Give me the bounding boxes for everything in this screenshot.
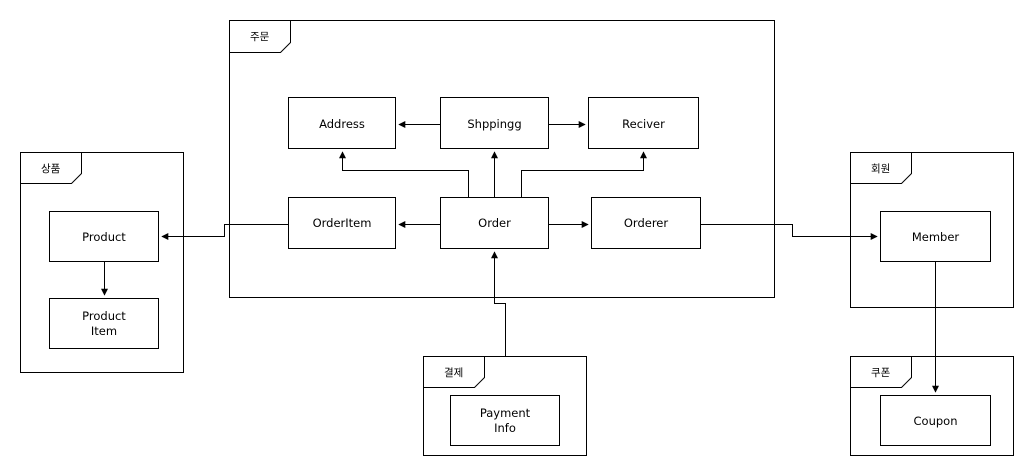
arrow-orderer-to-member	[700, 224, 878, 240]
class-product-item-label-line2: Item	[91, 324, 117, 338]
arrow-order-item-to-product	[161, 224, 289, 240]
class-address: Address	[288, 97, 396, 149]
class-address-label: Address	[319, 117, 365, 131]
class-payment-info: Payment Info	[450, 395, 560, 446]
package-order: 주문	[229, 20, 775, 298]
class-member-label: Member	[912, 230, 960, 244]
class-product-item-label-line1: Product	[82, 309, 126, 323]
class-order: Order	[440, 197, 549, 249]
package-member-label: 회원	[871, 163, 890, 175]
class-product-item: Product Item	[49, 298, 159, 349]
class-receiver: Reciver	[588, 97, 699, 149]
class-coupon: Coupon	[880, 395, 991, 446]
class-orderer: Orderer	[591, 197, 701, 249]
package-coupon-label: 쿠폰	[871, 367, 891, 379]
class-coupon-label: Coupon	[914, 414, 958, 428]
class-order-item: OrderItem	[288, 197, 396, 249]
class-shipping: Shppingg	[440, 97, 549, 149]
class-payment-info-label-line1: Payment	[480, 406, 531, 420]
class-order-label: Order	[478, 216, 511, 230]
class-member: Member	[880, 211, 991, 262]
class-product-label: Product	[82, 230, 126, 244]
package-payment-label: 결제	[444, 367, 463, 379]
package-product-label: 상품	[41, 163, 61, 175]
arrow-order-to-receiver	[521, 151, 647, 198]
class-product: Product	[49, 211, 159, 262]
class-payment-info-label-line2: Info	[494, 421, 516, 435]
class-order-item-label: OrderItem	[313, 216, 372, 230]
package-order-label: 주문	[250, 31, 270, 43]
class-shipping-label: Shppingg	[467, 117, 521, 131]
arrow-payment-to-order	[491, 251, 506, 357]
class-receiver-label: Reciver	[622, 117, 665, 131]
arrow-order-to-address	[339, 151, 469, 198]
class-orderer-label: Orderer	[624, 216, 669, 230]
